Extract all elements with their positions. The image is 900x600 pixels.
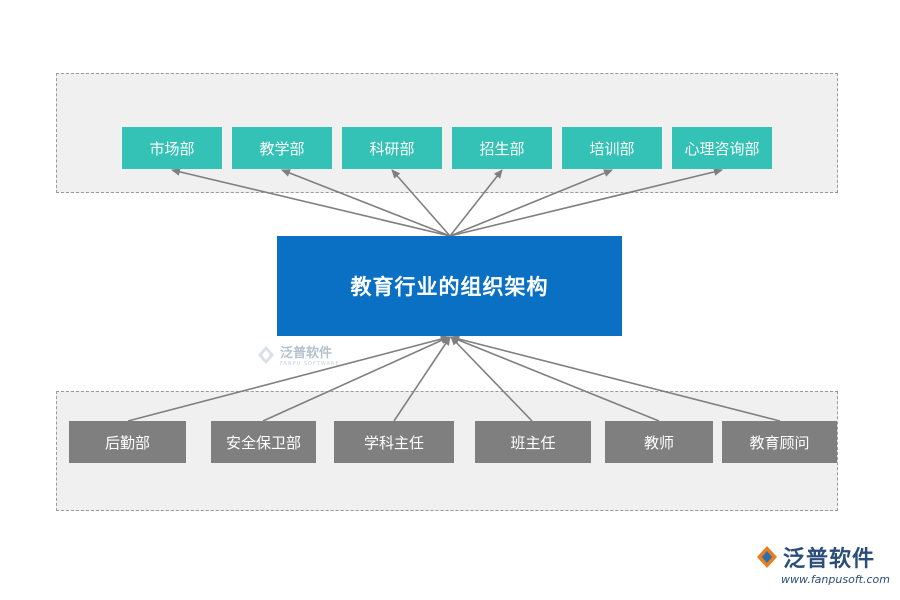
brand-name: 泛普软件 xyxy=(783,547,876,572)
dept-subject-head: 学科主任 xyxy=(334,421,454,463)
dept-security: 安全保卫部 xyxy=(211,421,316,463)
watermark-sub: FANPU SOFTWARE xyxy=(280,361,340,367)
dept-teacher: 教师 xyxy=(605,421,713,463)
dept-marketing: 市场部 xyxy=(122,127,222,169)
dept-research: 科研部 xyxy=(342,127,442,169)
watermark-name: 泛普软件 xyxy=(280,346,333,361)
dept-teaching: 教学部 xyxy=(232,127,332,169)
brand-logo: 泛普软件 www.fanpusoft.com xyxy=(755,541,890,586)
dept-homeroom-teacher: 班主任 xyxy=(475,421,591,463)
fanpu-logo-icon xyxy=(757,546,778,568)
dept-logistics: 后勤部 xyxy=(69,421,186,463)
dept-training: 培训部 xyxy=(562,127,662,169)
dept-education-consultant: 教育顾问 xyxy=(722,421,837,463)
watermark: 泛普软件 FANPU SOFTWARE xyxy=(256,342,340,367)
dept-counseling: 心理咨询部 xyxy=(672,127,772,169)
dept-admissions: 招生部 xyxy=(452,127,552,169)
org-structure-title: 教育行业的组织架构 xyxy=(277,236,622,336)
fanpu-logo-icon xyxy=(258,345,274,364)
brand-url: www.fanpusoft.com xyxy=(781,573,890,586)
